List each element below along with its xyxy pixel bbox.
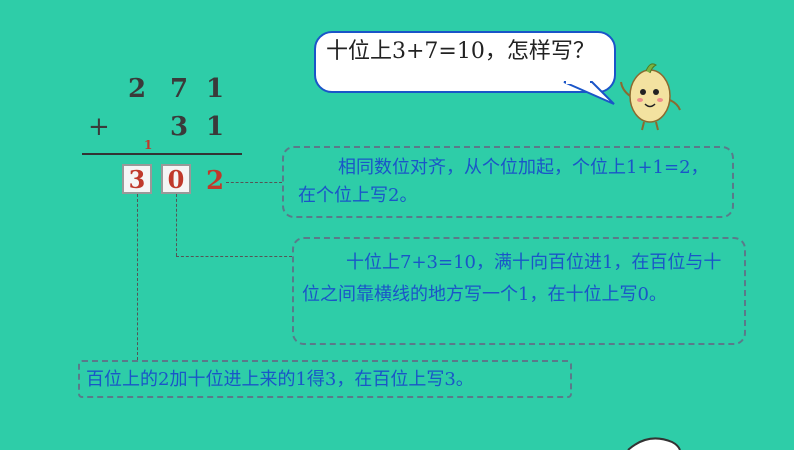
note-tens-place: 十位上7+3=10，满十向百位进1，在百位与十位之间靠横线的地方写一个1，在十位…: [292, 237, 746, 345]
plus-sign: +: [88, 112, 110, 142]
result-ones: 2: [206, 166, 225, 196]
result-hundreds: 3: [122, 164, 152, 194]
addition-line: [82, 153, 242, 155]
note-hundreds-place: 百位上的2加十位进上来的1得3，在百位上写3。: [78, 360, 572, 398]
digit-row2-ones: 1: [206, 112, 225, 142]
carry-digit: 1: [144, 138, 153, 152]
digit-row1-tens: 7: [170, 74, 189, 104]
note-hundreds-text: 百位上的2加十位进上来的1得3，在百位上写3。: [86, 369, 474, 390]
decorative-figure-icon: [627, 437, 681, 450]
potato-character-icon: [620, 63, 681, 131]
speech-bubble: 十位上3+7=10，怎样写？: [314, 31, 616, 93]
note-tens-text: 十位上7+3=10，满十向百位进1，在百位与十位之间靠横线的地方写一个1，在十位…: [302, 252, 722, 305]
note-ones-place: 相同数位对齐，从个位加起，个位上1+1=2，在个位上写2。: [282, 146, 734, 218]
connector-tens-v: [176, 194, 177, 256]
speech-bubble-text: 十位上3+7=10，怎样写？: [326, 39, 595, 64]
note-ones-text: 相同数位对齐，从个位加起，个位上1+1=2，在个位上写2。: [298, 157, 709, 206]
digit-row1-ones: 1: [206, 74, 225, 104]
result-tens: 0: [161, 164, 191, 194]
digit-row2-tens: 3: [170, 112, 189, 142]
digit-row1-hundreds: 2: [128, 74, 147, 104]
connector-hundreds-v: [137, 194, 138, 360]
connector-ones-h: [226, 182, 282, 183]
speech-bubble-tail: [563, 80, 615, 105]
connector-tens-h: [176, 256, 292, 257]
